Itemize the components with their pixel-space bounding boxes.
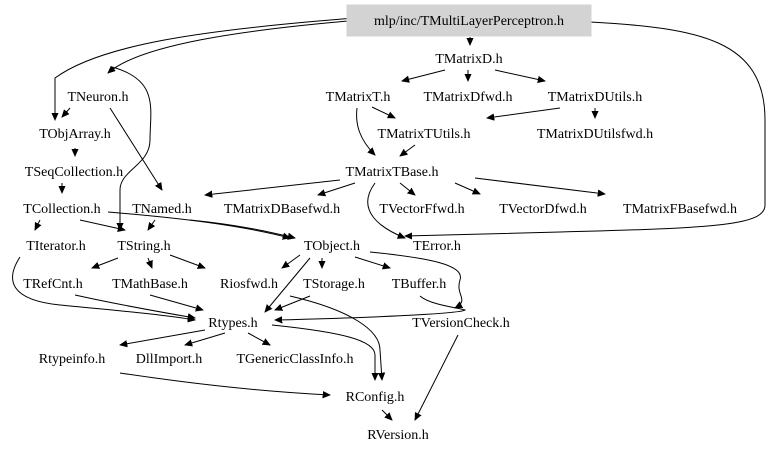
edge-tmatrixtutils-tmatrixtbase (400, 144, 416, 156)
edge-rtypes-dllimport (185, 332, 226, 345)
node-titerator[interactable]: TIterator.h (26, 239, 85, 254)
node-root[interactable]: mlp/inc/TMultiLayerPerceptron.h (374, 14, 564, 29)
edge-tnamed-tstring (148, 219, 156, 230)
edge-root-tobjarray (55, 17, 356, 120)
edge-rconfig-rversion (381, 409, 392, 420)
edge-tmatrixd-tmatrixdutils (494, 69, 545, 81)
node-tgenericclassinfo[interactable]: TGenericClassInfo.h (236, 352, 353, 367)
node-tvectorffwd[interactable]: TVectorFfwd.h (379, 202, 464, 217)
edge-titerator-rtypes (12, 256, 195, 320)
edge-tmatrixdutils-tmatrixtutils (487, 107, 561, 118)
edge-tobject-tbuffer (354, 256, 390, 268)
node-tmatrixdutils[interactable]: TMatrixDUtils.h (548, 90, 643, 105)
edge-rtypeinfo-rconfig (119, 372, 330, 395)
edge-tstorage-rconfig (289, 295, 382, 380)
edge-tbuffer-rtypes (275, 295, 466, 320)
edge-tstorage-rtypes (275, 295, 311, 310)
edge-tnamed-tobject (189, 219, 295, 238)
node-tbuffer[interactable]: TBuffer.h (392, 277, 447, 292)
edge-tcollection-tstring (79, 219, 125, 230)
node-tmatrixd[interactable]: TMatrixD.h (435, 52, 502, 67)
node-tstring[interactable]: TString.h (117, 239, 170, 254)
edge-trefcnt-rtypes (74, 294, 195, 318)
node-tmatrixtbase[interactable]: TMatrixTBase.h (346, 165, 439, 180)
edges (12, 17, 766, 420)
edge-rtypes-tgenericclassinfo (247, 332, 270, 345)
edge-tobject-riosfwd (282, 254, 301, 268)
node-tneuron[interactable]: TNeuron.h (67, 90, 128, 105)
edge-root-terror (405, 21, 766, 236)
node-tversioncheck[interactable]: TVersionCheck.h (412, 316, 510, 331)
edge-tmathbase-rtypes (149, 294, 203, 310)
edge-tmatrixtbase-tvectorffwd (399, 182, 415, 195)
node-terror[interactable]: TError.h (413, 239, 461, 254)
node-tvectordfwd[interactable]: TVectorDfwd.h (499, 202, 586, 217)
node-tnamed[interactable]: TNamed.h (132, 202, 191, 217)
edge-tversioncheck-rversion (414, 334, 459, 420)
edge-tneuron-tobjarray (62, 107, 71, 117)
root-node-box (346, 4, 592, 37)
node-tmatrixdfwd[interactable]: TMatrixDfwd.h (423, 90, 512, 105)
node-tmatrixtutils[interactable]: TMatrixTUtils.h (378, 127, 471, 142)
node-tobjarray[interactable]: TObjArray.h (39, 127, 111, 142)
edge-tmatrixt-tmatrixtbase (356, 107, 375, 155)
node-rtypes[interactable]: Rtypes.h (208, 316, 257, 331)
nodes: mlp/inc/TMultiLayerPerceptron.h TMatrixD… (23, 4, 737, 443)
node-tmathbase[interactable]: TMathBase.h (112, 277, 188, 292)
edge-tobject-rtypes (265, 257, 311, 312)
node-tstorage[interactable]: TStorage.h (303, 277, 365, 292)
edge-tstring-tmathbase (148, 257, 152, 268)
node-rtypeinfo[interactable]: Rtypeinfo.h (39, 352, 106, 367)
node-tobject[interactable]: TObject.h (304, 239, 360, 254)
edge-root-tneuron (108, 19, 361, 73)
edge-tmatrixtbase-terror (367, 182, 405, 238)
node-dllimport[interactable]: DllImport.h (136, 352, 203, 367)
node-trefcnt[interactable]: TRefCnt.h (23, 277, 83, 292)
node-tmatrixt[interactable]: TMatrixT.h (326, 90, 391, 105)
edge-rtypes-rtypeinfo (120, 329, 206, 345)
node-riosfwd[interactable]: Riosfwd.h (220, 277, 278, 292)
edge-tmatrixtbase-tmatrixfbasefwd (474, 177, 605, 194)
edge-tneuron-tstring (111, 66, 152, 230)
edge-tmatrixt-tmatrixtutils (371, 106, 395, 119)
node-tmatrixdutilsfwd[interactable]: TMatrixDUtilsfwd.h (537, 127, 653, 142)
edge-tobject-tversioncheck (369, 251, 462, 308)
node-tmatrixfbasefwd[interactable]: TMatrixFBasefwd.h (623, 202, 737, 217)
edge-tmatrixtbase-tvectordfwd (454, 182, 480, 195)
edge-tstring-riosfwd (169, 254, 205, 268)
edge-tmatrixtbase-tnamed (205, 179, 341, 195)
edge-tmatrixtbase-tmatrixdbasefwd (318, 182, 356, 195)
edge-tstring-trefcnt (92, 257, 119, 268)
node-tcollection[interactable]: TCollection.h (23, 202, 100, 217)
edge-tmatrixd-tmatrixt (402, 69, 446, 81)
node-tseqcollection[interactable]: TSeqCollection.h (25, 165, 123, 180)
edge-tneuron-tnamed (109, 107, 162, 190)
node-rconfig[interactable]: RConfig.h (346, 390, 405, 405)
edge-rtypes-rconfig (271, 324, 375, 380)
node-tmatrixdbasefwd[interactable]: TMatrixDBasefwd.h (224, 202, 340, 217)
edge-tcollection-titerator (34, 219, 40, 230)
node-rversion[interactable]: RVersion.h (367, 428, 429, 443)
